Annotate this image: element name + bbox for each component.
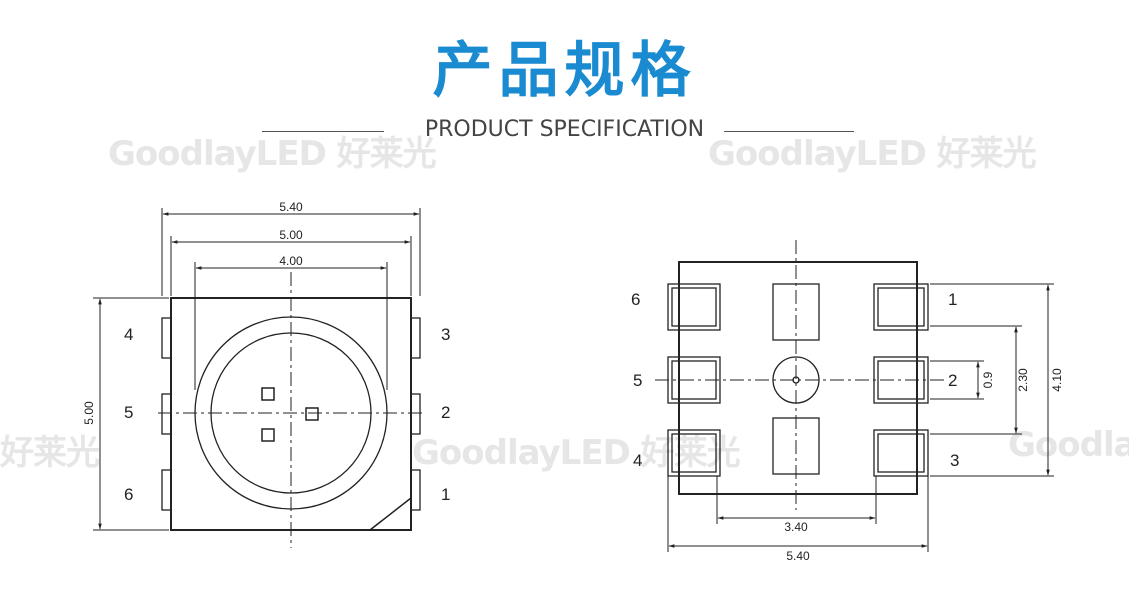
bottom-pin-labels: 6 5 4 1 2 3 (631, 290, 959, 470)
watermark-brand-short-right: Goodla (1008, 425, 1129, 465)
front-pin-label-1: 1 (441, 485, 450, 504)
front-pin-label-3: 3 (441, 325, 450, 344)
front-dim-400: 4.00 (279, 254, 303, 268)
bottom-dim-340: 3.40 (784, 520, 808, 534)
front-pin-right-2 (410, 393, 421, 435)
bottom-pin-label-5: 5 (633, 371, 642, 390)
front-chip-square-2 (305, 407, 319, 421)
bottom-pad-1 (873, 283, 929, 331)
front-dim-left-500: 5.00 (82, 401, 96, 425)
front-dim-540: 5.40 (279, 200, 303, 214)
bottom-pad-4 (667, 429, 721, 477)
front-pin-left-5 (161, 393, 172, 435)
front-pin-left-6 (161, 469, 172, 511)
bottom-dim-410: 4.10 (1050, 368, 1064, 392)
front-chip-square-1 (261, 387, 275, 401)
front-view (93, 208, 425, 548)
front-chamfer (369, 497, 412, 531)
bottom-pin-label-4: 4 (633, 451, 642, 470)
page-subtitle: PRODUCT SPECIFICATION (424, 117, 705, 142)
watermark-brand-center: GoodlayLED 好莱光 (412, 433, 741, 473)
bottom-dim-09: 0.9 (981, 371, 995, 388)
bottom-pin-label-1: 1 (948, 290, 957, 309)
front-pin-labels: 4 5 6 3 2 1 (124, 325, 450, 504)
front-dim-500: 5.00 (279, 228, 303, 242)
front-pin-label-4: 4 (124, 325, 133, 344)
bottom-view (655, 240, 1054, 552)
watermark-brand-cn-left: 好莱光 (0, 433, 100, 473)
front-pin-label-6: 6 (124, 485, 133, 504)
bottom-view-labels: 3.40 5.40 0.9 2.30 4.10 (784, 368, 1064, 563)
front-pin-label-2: 2 (441, 403, 450, 422)
watermark-brand-left: GoodlayLED 好莱光 (108, 134, 437, 174)
bottom-pad-6 (667, 283, 721, 331)
bottom-dim-230: 2.30 (1016, 368, 1030, 392)
bottom-package-body (678, 261, 918, 495)
subtitle-rule-right (724, 131, 854, 132)
bottom-pin-label-2: 2 (948, 371, 957, 390)
watermark-brand-right: GoodlayLED 好莱光 (708, 134, 1037, 174)
subtitle-rule-left (262, 131, 384, 132)
front-chip-square-3 (261, 428, 275, 442)
bottom-dim-540: 5.40 (786, 549, 810, 563)
page-title: 产品规格 (432, 36, 697, 106)
front-pin-right-1 (410, 469, 421, 511)
front-view-labels: 5.40 5.00 4.00 5.00 (82, 200, 303, 425)
front-pin-left-4 (161, 317, 172, 359)
bottom-pad-3 (873, 429, 929, 477)
bottom-pin-label-3: 3 (950, 451, 959, 470)
front-pin-label-5: 5 (124, 403, 133, 422)
front-pin-right-3 (410, 317, 421, 359)
bottom-pin-label-6: 6 (631, 290, 640, 309)
